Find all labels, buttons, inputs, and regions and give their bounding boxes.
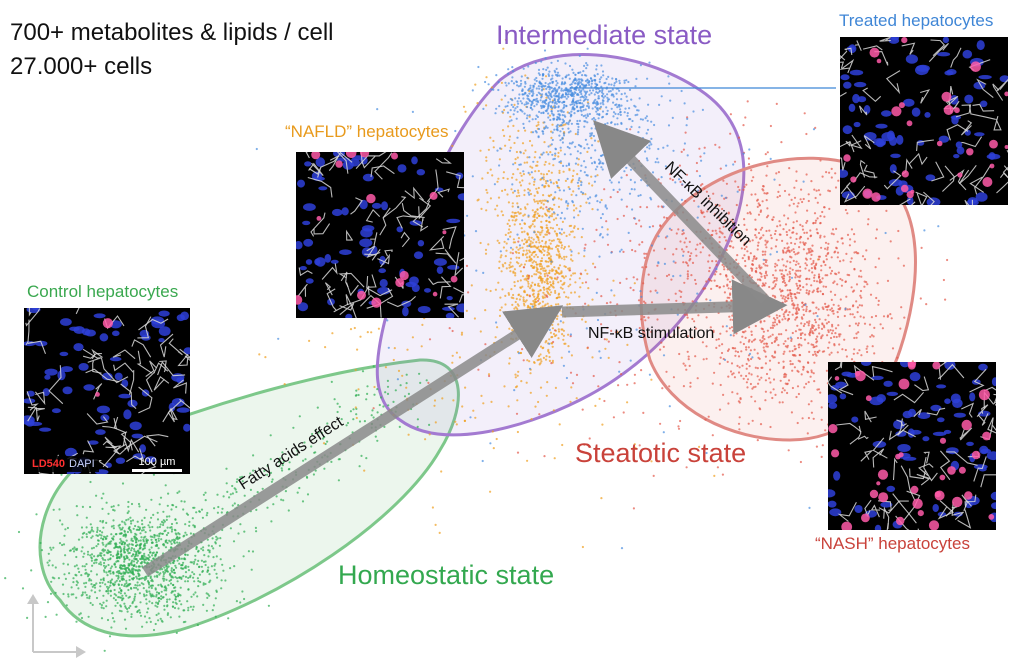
nafld-micrograph bbox=[296, 152, 464, 318]
control-micrograph bbox=[24, 308, 190, 474]
steatotic-state-label: Steatotic state bbox=[575, 440, 746, 467]
nfkb-stimulation-label: NF-κB stimulation bbox=[588, 325, 714, 342]
treated-hepatocytes-label: Treated hepatocytes bbox=[839, 12, 993, 29]
nafld-hepatocytes-label: “NAFLD” hepatocytes bbox=[285, 123, 448, 140]
homeostatic-state-label: Homeostatic state bbox=[338, 562, 554, 589]
ld540-stain-label: LD540 bbox=[32, 458, 65, 470]
intermediate-state-label: Intermediate state bbox=[496, 22, 712, 49]
cells-count-text: 27.000+ cells bbox=[10, 55, 152, 79]
metabolites-count-text: 700+ metabolites & lipids / cell bbox=[10, 21, 334, 45]
nfkb-stimulation-arrow bbox=[562, 306, 760, 312]
treated-micrograph bbox=[840, 37, 1008, 205]
control-hepatocytes-label: Control hepatocytes bbox=[27, 283, 178, 300]
nash-hepatocytes-label: “NASH” hepatocytes bbox=[815, 535, 970, 552]
dapi-stain-label: DAPI bbox=[69, 458, 95, 470]
scale-bar: 100 µm bbox=[132, 456, 182, 472]
stain-legend: LD540 DAPI bbox=[28, 456, 99, 472]
nash-micrograph bbox=[828, 362, 996, 530]
